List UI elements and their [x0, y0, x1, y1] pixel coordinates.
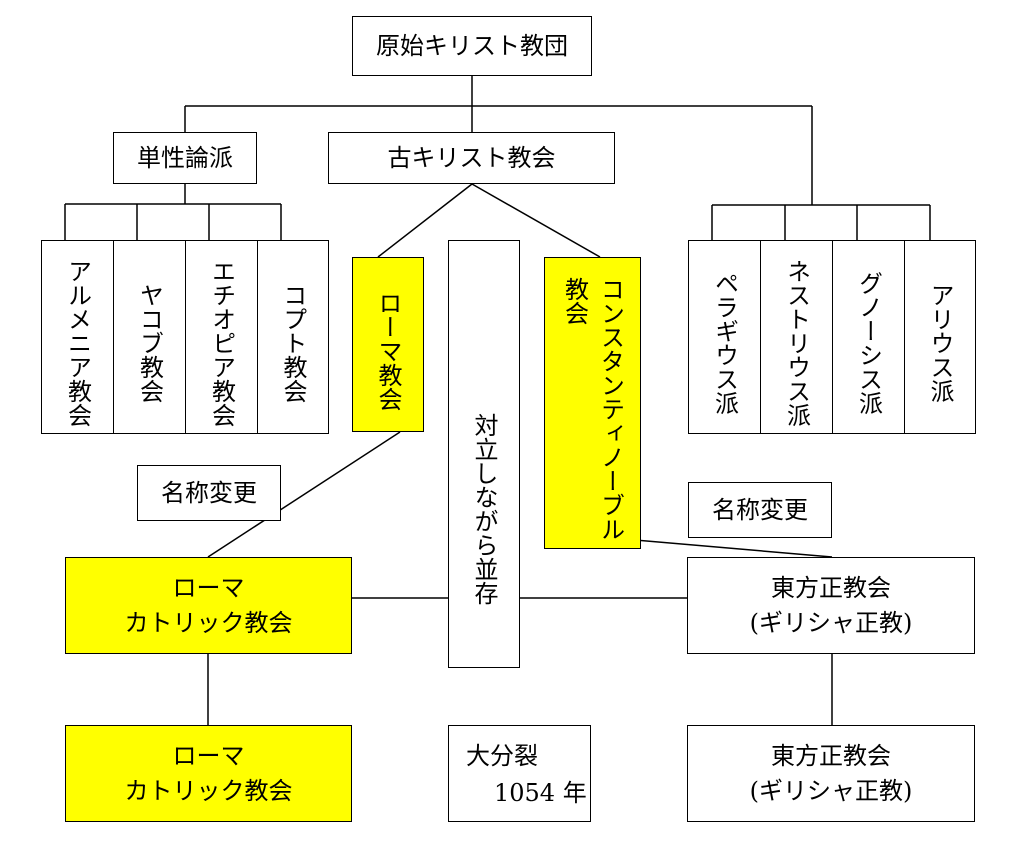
label-rename-left: 名称変更 — [137, 465, 281, 521]
node-arian: アリウス派 — [904, 240, 976, 434]
connector — [207, 431, 401, 558]
connector — [377, 183, 473, 258]
node-monophysite: 単性論派 — [113, 132, 257, 184]
node-roman-church: ローマ教会 — [352, 257, 424, 432]
node-ancient-christian-church: 古キリスト教会 — [328, 132, 615, 184]
node-gnostic: グノーシス派 — [832, 240, 905, 434]
node-nestorian: ネストリウス派 — [760, 240, 833, 434]
connector — [471, 183, 601, 258]
great-schism-text: 大分裂 1054 年 — [466, 738, 587, 812]
node-armenian-church: アルメニア教会 — [41, 240, 114, 434]
schism-year: 1054 年 — [494, 779, 587, 808]
node-coexist: 対立しながら並存 — [448, 240, 520, 668]
schism-label: 大分裂 — [466, 742, 538, 770]
node-roman-catholic-church: ローマ カトリック教会 — [65, 557, 352, 654]
node-constantinople-church: コンスタンティノーブル 教会 — [544, 257, 641, 549]
node-eastern-orthodox-church: 東方正教会 (ギリシャ正教) — [687, 557, 975, 654]
node-coptic-church: コプト教会 — [257, 240, 329, 434]
node-ethiopian-church: エチオピア教会 — [185, 240, 258, 434]
node-great-schism — [448, 725, 591, 822]
label-rename-right: 名称変更 — [688, 482, 832, 538]
node-jacobite-church: ヤコブ教会 — [113, 240, 186, 434]
node-pelagian: ペラギウス派 — [688, 240, 761, 434]
node-roman-catholic-church-after-schism: ローマ カトリック教会 — [65, 725, 352, 822]
node-primitive-christian-church: 原始キリスト教団 — [352, 16, 592, 76]
node-eastern-orthodox-church-after-schism: 東方正教会 (ギリシャ正教) — [687, 725, 975, 822]
